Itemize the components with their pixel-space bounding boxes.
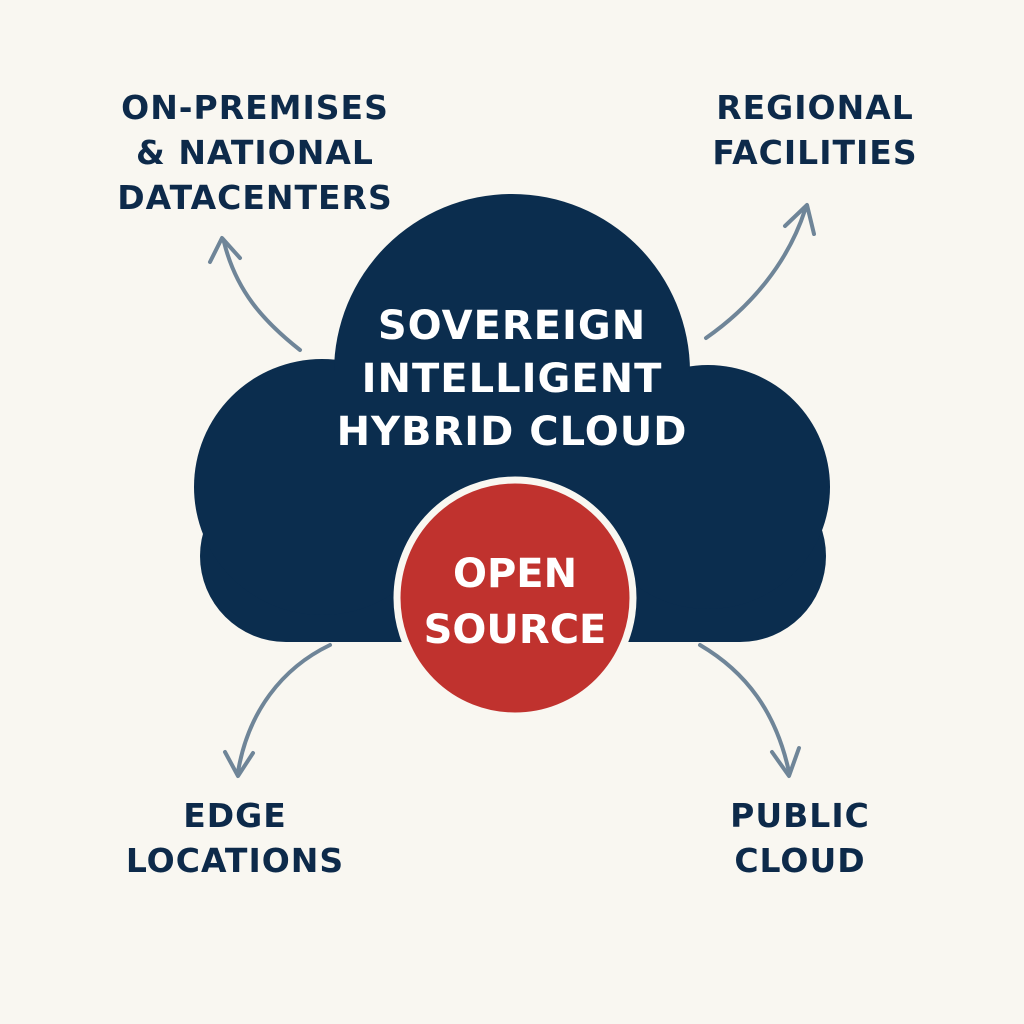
edge-locations-label: EDGE LOCATIONS: [80, 793, 390, 883]
cloud-title-line-1: SOVEREIGN: [377, 303, 647, 349]
badge-line-1: OPEN: [452, 551, 578, 597]
arrowhead-edge-locations: [223, 750, 255, 778]
public-cloud-label: PUBLIC CLOUD: [650, 793, 950, 883]
arrow-to-public-cloud: [698, 643, 791, 774]
on-premises-label-line-1: ON-PREMISES: [121, 88, 389, 127]
arrowhead-public-cloud: [770, 746, 801, 778]
on-premises-label-line-3: DATACENTERS: [117, 178, 393, 217]
arrowhead-regional-facilities: [783, 203, 816, 236]
badge-line-2: SOURCE: [423, 607, 607, 653]
cloud-title-line-2: INTELLIGENT: [361, 356, 663, 402]
public-cloud-label-line-2: CLOUD: [734, 841, 866, 880]
cloud-title: SOVEREIGN INTELLIGENT HYBRID CLOUD: [272, 300, 752, 459]
arrow-to-edge-locations: [236, 643, 332, 774]
arrow-to-regional-facilities: [704, 208, 807, 340]
cloud-title-line-3: HYBRID CLOUD: [336, 409, 688, 455]
arrowhead-on-premises: [208, 236, 242, 264]
regional-facilities-label-line-2: FACILITIES: [712, 133, 918, 172]
on-premises-label-line-2: & NATIONAL: [136, 133, 374, 172]
open-source-badge: [393, 476, 637, 720]
arrow-to-on-premises: [222, 240, 302, 352]
open-source-label: OPEN SOURCE: [400, 546, 630, 658]
edge-locations-label-line-1: EDGE: [183, 796, 287, 835]
regional-facilities-label-line-1: REGIONAL: [716, 88, 914, 127]
regional-facilities-label: REGIONAL FACILITIES: [650, 85, 980, 175]
on-premises-label: ON-PREMISES & NATIONAL DATACENTERS: [40, 85, 470, 220]
public-cloud-label-line-1: PUBLIC: [730, 796, 870, 835]
edge-locations-label-line-2: LOCATIONS: [125, 841, 345, 880]
